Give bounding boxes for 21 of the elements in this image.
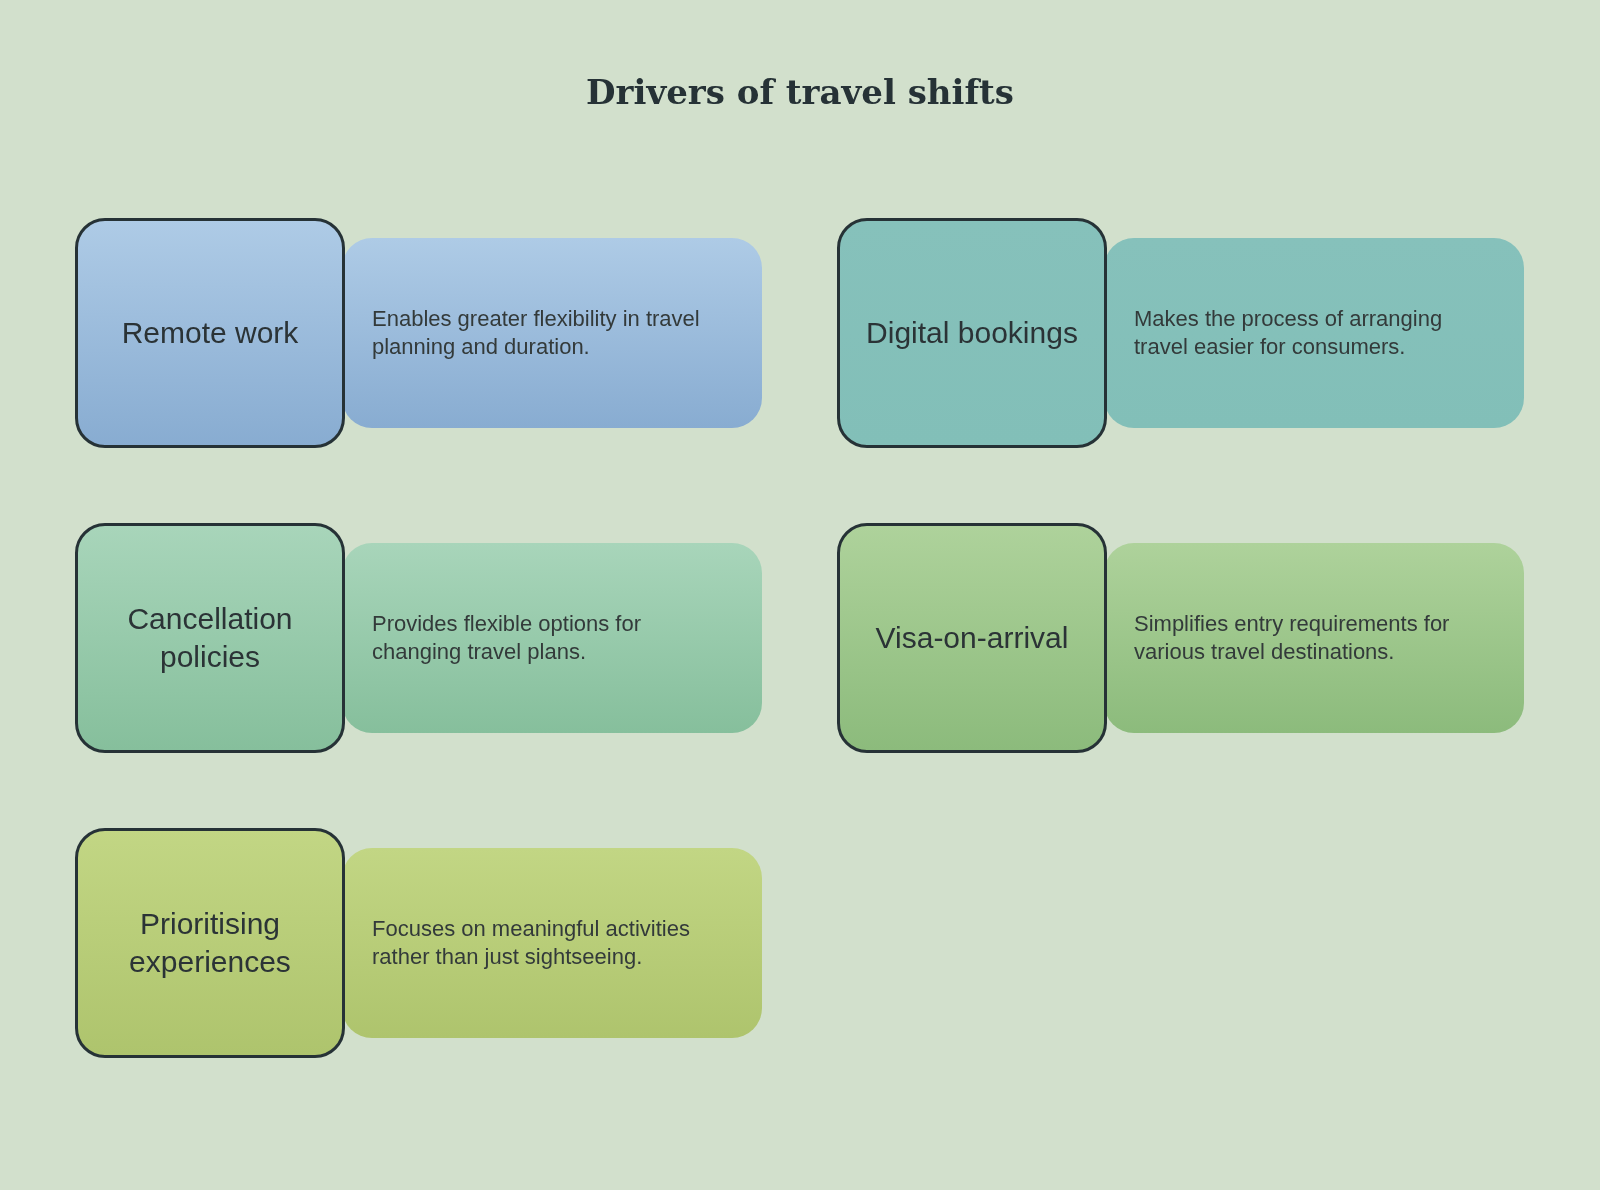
description-panel <box>1104 543 1524 733</box>
card-title: Digital bookings <box>866 315 1078 351</box>
card-title: Remote work <box>121 315 299 351</box>
description-text: Provides flexible options for changing travel plans. <box>372 610 643 666</box>
description-panel <box>342 848 762 1038</box>
diagram-title: Drivers of travel shifts <box>586 72 1014 112</box>
card-title: Visa-on-arrival <box>875 620 1069 656</box>
description-panel <box>342 238 762 428</box>
category-card <box>75 218 345 448</box>
category-card <box>75 523 345 753</box>
description-text: Makes the process of arranging travel easier for consumers. <box>1134 305 1444 361</box>
category-card <box>75 828 345 1058</box>
description-text: Enables greater flexibility in travel planning and duration. <box>372 305 701 361</box>
description-text: Simplifies entry requirements for various travel destinations. <box>1134 610 1451 666</box>
category-card <box>837 523 1107 753</box>
card-title: Cancellation policies <box>126 601 294 675</box>
description-panel <box>342 543 762 733</box>
category-card <box>837 218 1107 448</box>
description-panel <box>1104 238 1524 428</box>
card-title: Prioritising experiences <box>128 906 292 980</box>
description-text: Focuses on meaningful activities rather than just sightseeing. <box>372 915 691 971</box>
